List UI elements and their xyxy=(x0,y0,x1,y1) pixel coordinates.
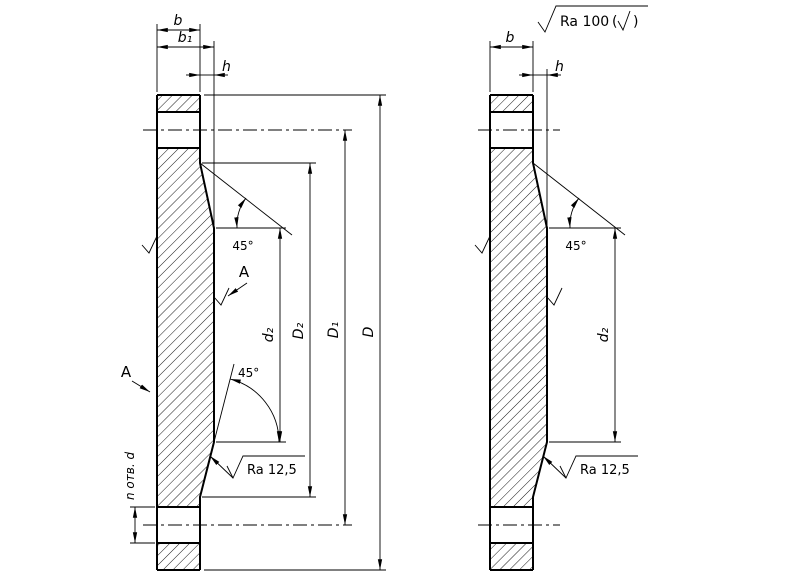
right-section-hatching xyxy=(490,95,547,570)
left-flange-view: Ra 12,5 b b₁ h D D₁ D₂ d₂ 45° 45° n отв.… xyxy=(121,13,386,571)
angle-label-right: 45° xyxy=(565,239,586,253)
roughness-tick-icon xyxy=(617,10,631,32)
left-ra-value: Ra 12,5 xyxy=(247,463,297,478)
left-dimension-labels: b b₁ h D D₁ D₂ d₂ 45° 45° n отв. d A A xyxy=(121,13,377,500)
left-flange-outline xyxy=(156,94,215,571)
right-dimension-labels: b h d₂ 45° xyxy=(506,30,612,342)
left-section-hatching xyxy=(157,95,214,570)
general-ra-value: Ra 100 xyxy=(560,14,609,30)
dim-label-b: b xyxy=(174,13,183,29)
dim-label-b1: b₁ xyxy=(178,30,193,46)
left-bolt-hole-centerlines xyxy=(143,129,352,526)
paren-open: ( xyxy=(612,14,617,30)
roughness-tick-icon xyxy=(213,287,230,306)
view-a-label-side: A xyxy=(121,363,132,381)
roughness-symbol-icon xyxy=(226,455,305,480)
view-a-label-upper: A xyxy=(239,263,250,281)
right-chamfer-angle-annotation xyxy=(532,162,626,236)
roughness-tick-icon xyxy=(546,287,563,306)
roughness-symbol-icon xyxy=(537,5,648,33)
right-surface-roughness-icons xyxy=(474,235,563,306)
right-ra-value: Ra 12,5 xyxy=(580,463,630,478)
holes-count-label: n отв. d xyxy=(123,452,137,500)
left-ra-callout: Ra 12,5 xyxy=(209,455,305,480)
right-ra-callout: Ra 12,5 xyxy=(542,455,638,480)
dim-label-h-right: h xyxy=(555,59,564,75)
dim-label-D: D xyxy=(361,326,377,337)
paren-close: ) xyxy=(633,14,638,30)
left-extension-lines xyxy=(130,24,386,571)
dim-label-d2: d₂ xyxy=(261,327,277,342)
left-view-a-arrows xyxy=(131,282,248,393)
left-surface-roughness-icons xyxy=(141,235,230,306)
dim-label-h: h xyxy=(222,59,231,75)
left-chamfer-angle-annotations xyxy=(199,162,293,443)
roughness-tick-icon xyxy=(474,235,491,254)
dim-label-d2-right: d₂ xyxy=(596,327,612,342)
right-dimension-lines xyxy=(490,44,618,442)
left-dimension-lines xyxy=(132,27,383,570)
dim-label-D2: D₂ xyxy=(291,322,307,339)
angle-label-top: 45° xyxy=(232,239,253,253)
angle-label-bottom: 45° xyxy=(238,366,259,380)
general-roughness-note: Ra 100 ( ) xyxy=(537,5,648,33)
right-extension-lines xyxy=(489,41,621,443)
right-bolt-hole-centerlines xyxy=(478,129,560,526)
dim-label-b-right: b xyxy=(506,30,515,46)
right-flange-outline xyxy=(489,94,548,571)
roughness-symbol-icon xyxy=(559,455,638,480)
roughness-tick-icon xyxy=(141,235,158,254)
dim-label-D1: D₁ xyxy=(326,322,342,338)
right-flange-view: Ra 12,5 b h d₂ 45° xyxy=(474,30,638,571)
